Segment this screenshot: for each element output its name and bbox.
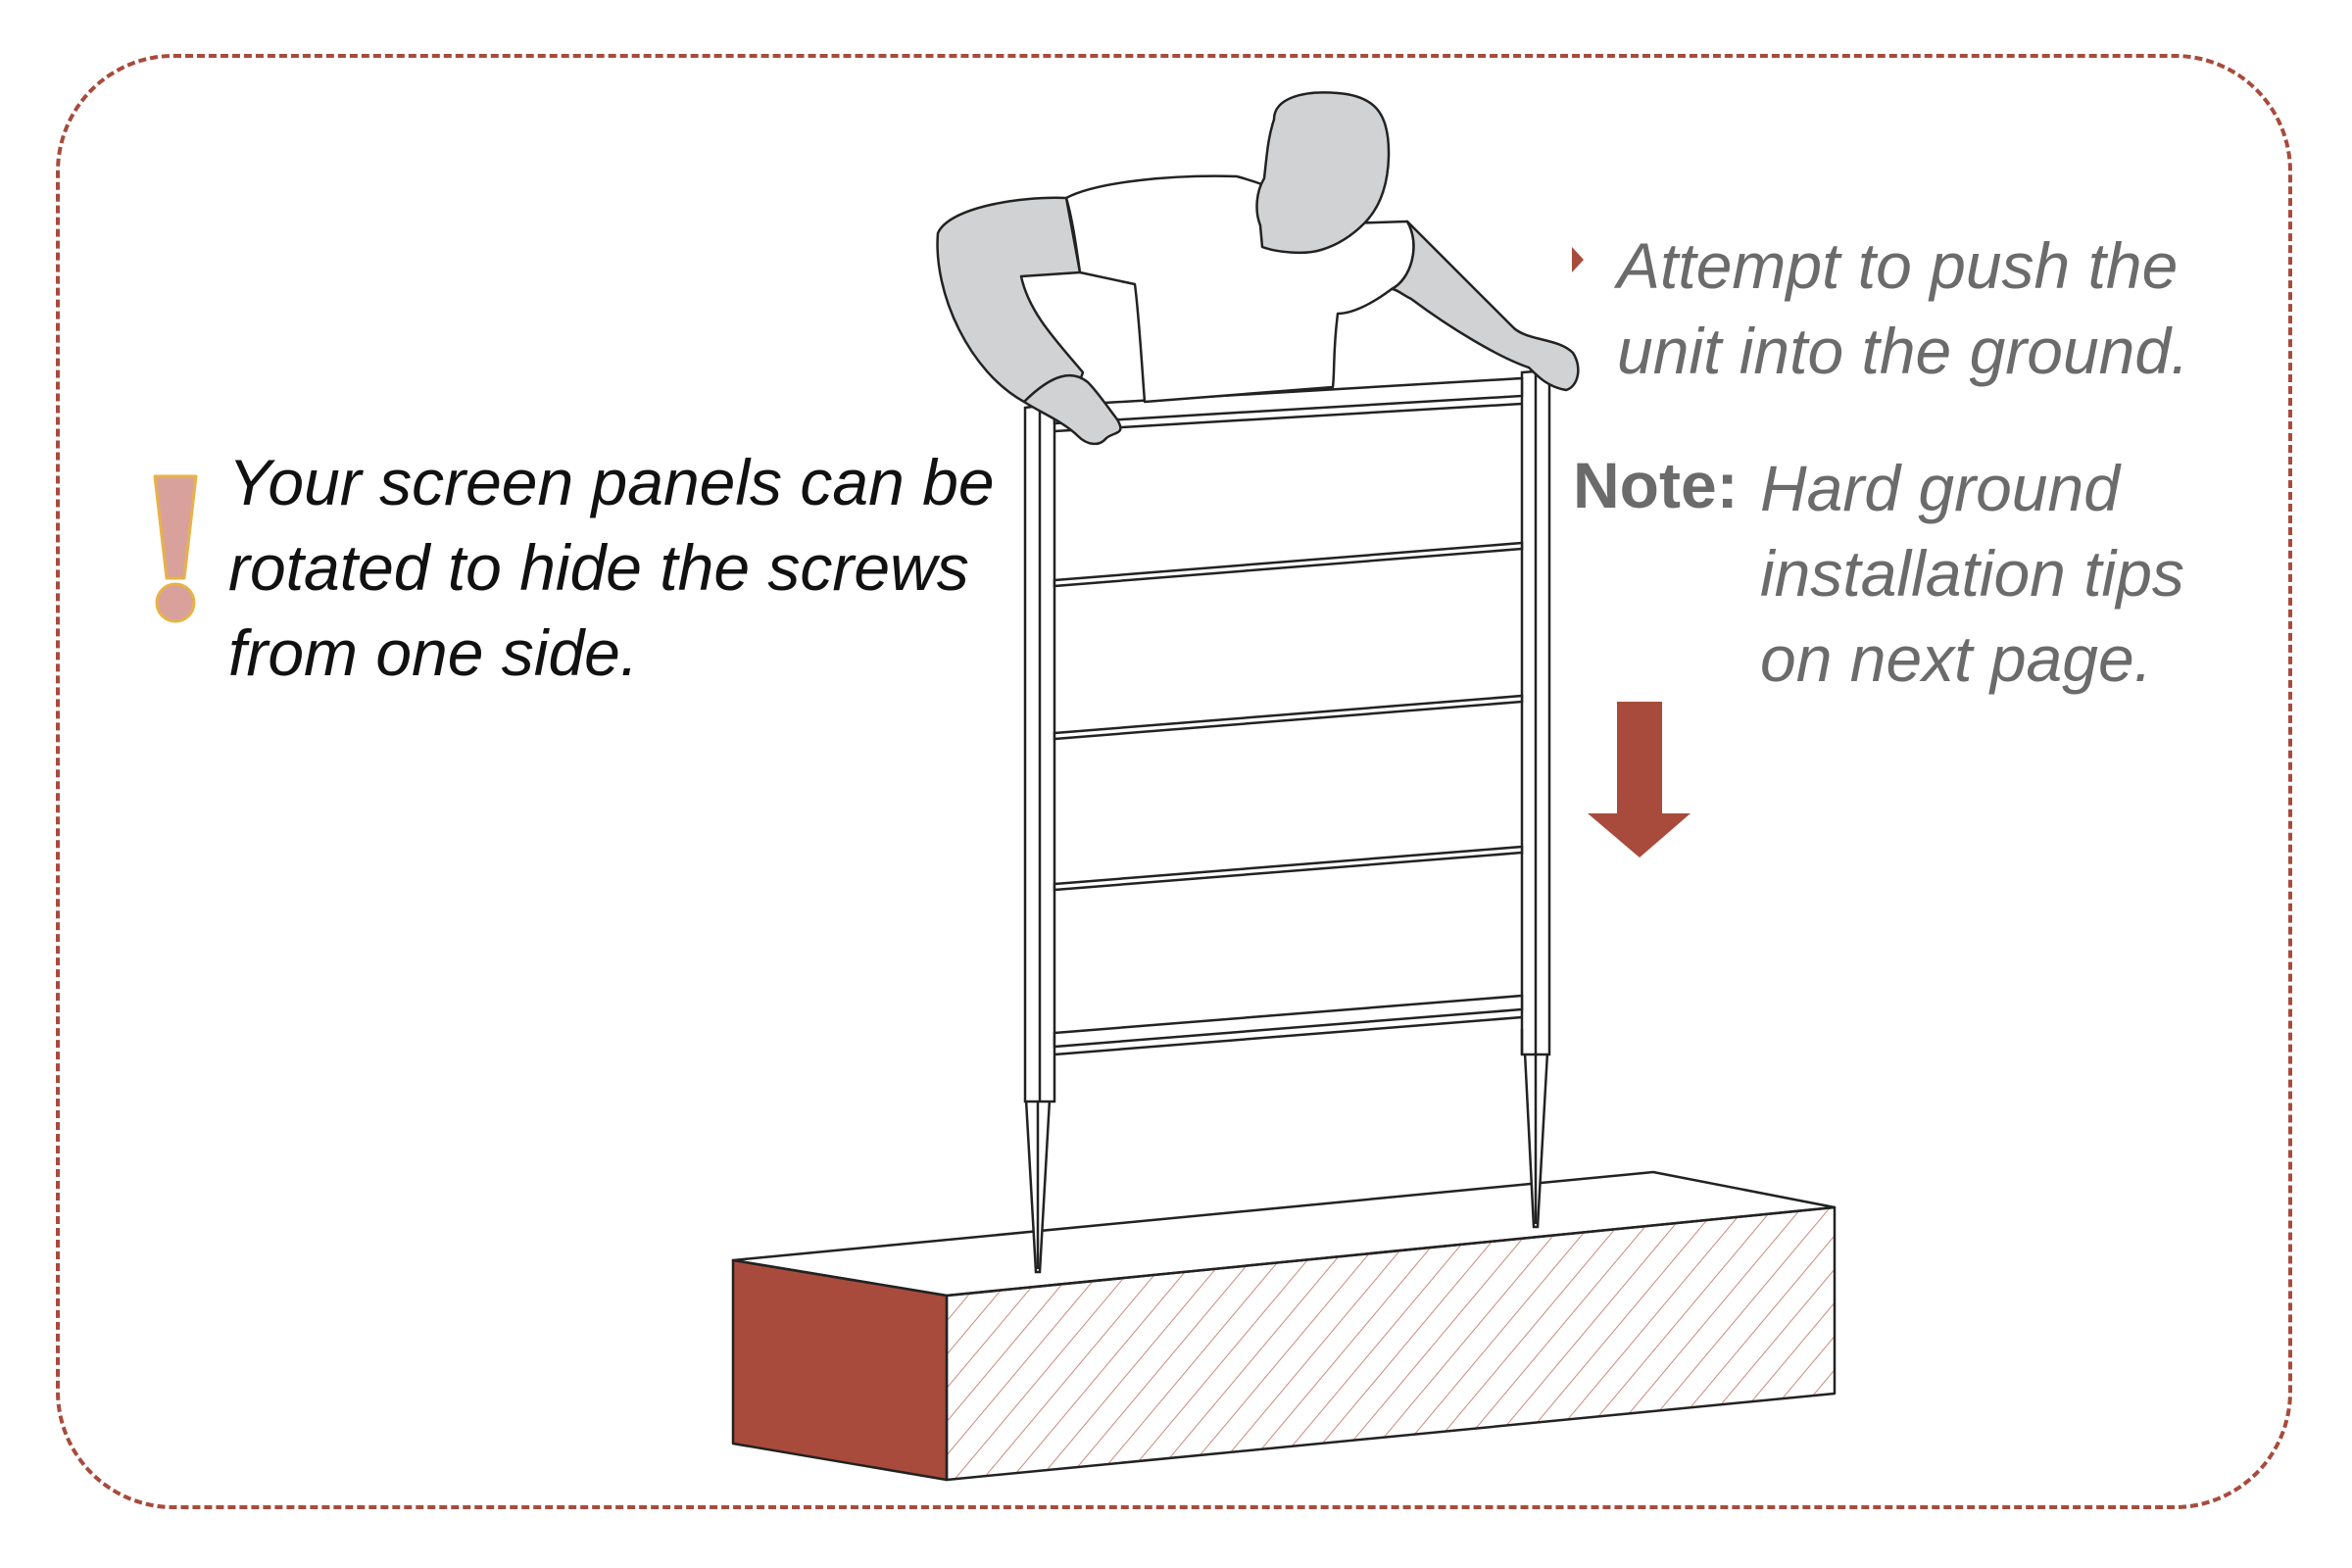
ground-block: [731, 1170, 1837, 1482]
person-left-hand: [1022, 373, 1122, 446]
tip-line-1: Your screen panels can be: [228, 446, 995, 518]
rail-3: [1053, 694, 1524, 741]
note-line-2: installation tips: [1760, 537, 2184, 610]
person-head: [1255, 91, 1391, 255]
triangle-right-icon: [1572, 247, 1584, 272]
dashed-border-frame: [56, 54, 2292, 1509]
push-instruction: Attempt to push the unit into the ground…: [1617, 223, 2303, 394]
step-line-2: unit into the ground.: [1617, 315, 2189, 387]
note-line-1: Hard ground: [1760, 452, 2120, 524]
rail-2: [1053, 541, 1524, 588]
note-label: Note:: [1573, 449, 1739, 521]
person-figure: [936, 91, 1580, 446]
note-line-3: on next page.: [1760, 622, 2152, 695]
bottom-rail: [1053, 994, 1524, 1049]
tip-line-2: rotated to hide the screws: [228, 531, 969, 604]
exclamation-mark-icon: [153, 474, 198, 623]
arrow-down-icon: [1588, 702, 1690, 858]
screen-panel: [1023, 368, 1551, 1103]
screen-panel-tip: Your screen panels can be rotated to hid…: [228, 440, 1012, 696]
step-line-1: Attempt to push the: [1617, 229, 2179, 302]
rail-4: [1053, 845, 1524, 892]
ground-block-side: [731, 1258, 949, 1482]
person-left-arm: [936, 196, 1085, 407]
tip-line-3: from one side.: [228, 616, 639, 689]
person-right-arm: [1390, 220, 1580, 392]
hard-ground-note: Hard ground installation tips on next pa…: [1760, 446, 2309, 702]
